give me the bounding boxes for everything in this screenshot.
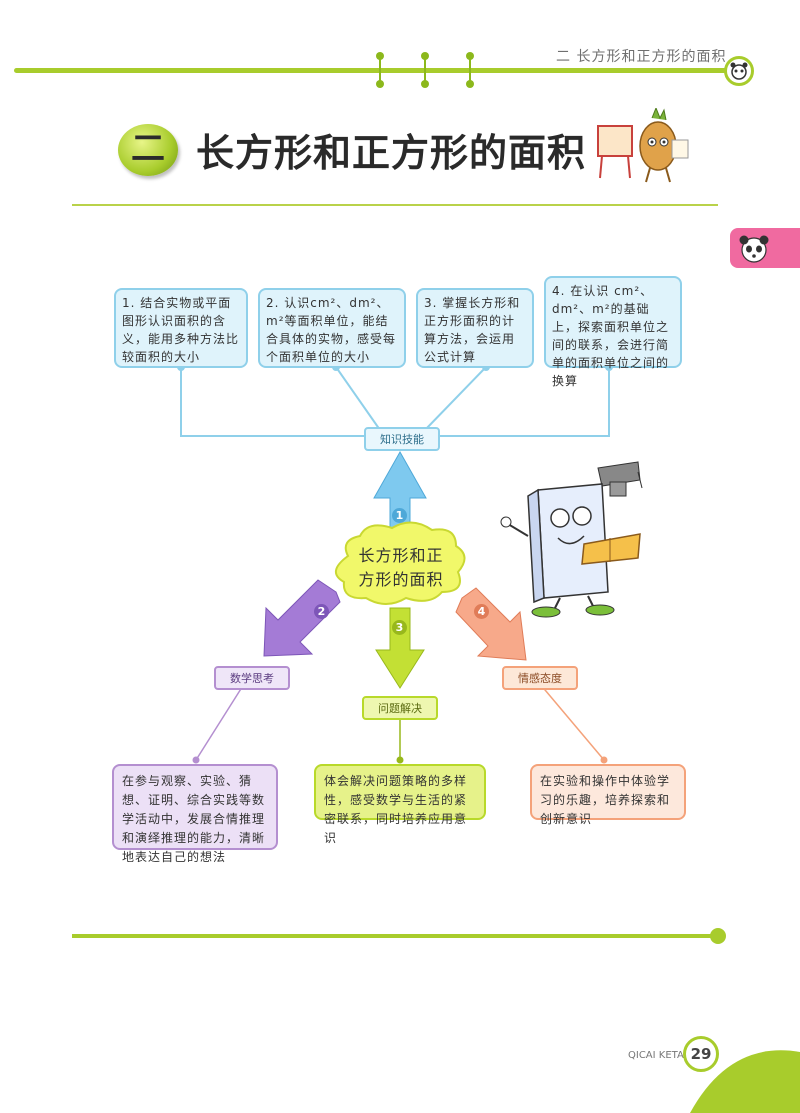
thinking-box: 在参与观察、实验、猜想、证明、综合实践等数学活动中，发展合情推理和演绎推理的能力… (112, 764, 278, 864)
header-rule (14, 68, 734, 73)
knowledge-item-1: 1. 结合实物或平面图形认识面积的含义，能用多种方法比较面积的大小 (114, 288, 248, 368)
knowledge-item-3: 3. 掌握长方形和正方形面积的计算方法，会运用公式计算 (416, 288, 534, 368)
running-header: 二 长方形和正方形的面积 (556, 49, 727, 65)
tag-emotion-attitude: 情感态度 (502, 666, 578, 690)
binder-clip-icon (466, 52, 474, 88)
knowledge-item-2: 2. 认识cm²、dm²、m²等面积单位，能结合具体的实物，感受每个面积单位的大… (258, 288, 406, 368)
panda-icon (739, 235, 769, 263)
tag-problem-solving: 问题解决 (362, 696, 438, 720)
page-title: 长方形和正方形的面积 (196, 131, 587, 175)
page-number: 29 (683, 1036, 719, 1072)
number-badge-2: 2 (314, 604, 329, 619)
pineapple-mascot-icon (596, 106, 696, 192)
number-badge-1: 1 (392, 508, 407, 523)
tag-math-thinking: 数学思考 (214, 666, 290, 690)
title-divider (72, 204, 718, 206)
binder-clip-icon (421, 52, 429, 88)
attitude-box: 在实验和操作中体验学习的乐趣，培养探索和创新意识 (530, 764, 686, 826)
book-mascot-icon (498, 458, 678, 622)
footer-rule-dot (710, 928, 726, 944)
number-badge-3: 3 (392, 620, 407, 635)
footer-rule (72, 934, 714, 938)
center-topic: 长方形和正方形的面积 (358, 546, 444, 589)
footer-hill-decoration (690, 1050, 800, 1113)
problem-solving-box: 体会解决问题策略的多样性，感受数学与生活的紧密联系，同时培养应用意识 (314, 764, 486, 845)
tag-knowledge-skills: 知识技能 (364, 427, 440, 451)
binder-clip-icon (376, 52, 384, 88)
chapter-side-tab[interactable] (730, 228, 800, 268)
footer-series-label: QICAI KETANG (628, 1050, 700, 1061)
chapter-number-badge: 二 (118, 124, 178, 176)
header-mascot-icon (724, 56, 754, 86)
knowledge-item-4: 4. 在认识 cm²、dm²、m²的基础上，探索面积单位之间的联系，会进行简单的… (544, 276, 682, 388)
number-badge-4: 4 (474, 604, 489, 619)
